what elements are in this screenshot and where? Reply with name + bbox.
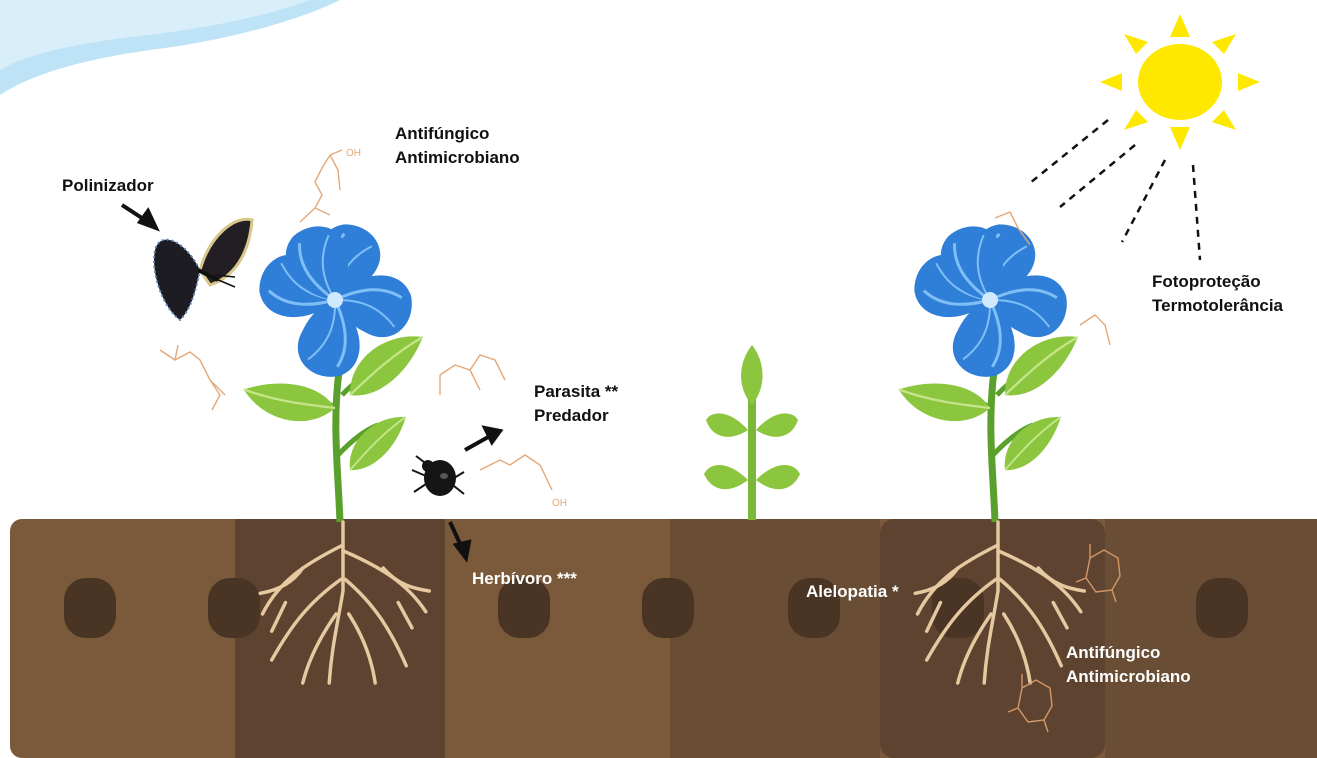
parasite-predator-label: Parasita ** Predador	[534, 380, 618, 428]
sun-icon	[1100, 14, 1260, 150]
seedling-icon	[704, 345, 800, 520]
allelopathy-label: Alelopatia *	[806, 580, 899, 604]
sun-rays	[1030, 120, 1200, 260]
pollinator-label: Polinizador	[62, 174, 154, 198]
beetle-icon	[412, 456, 464, 496]
herbivore-label: Herbívoro ***	[472, 567, 577, 591]
antifungal-top-label: Antifúngico Antimicrobiano	[395, 122, 520, 170]
butterfly-icon	[154, 219, 252, 320]
hydroxyl-label-top: OH	[346, 148, 361, 159]
soil-layer	[10, 519, 1317, 758]
photoprotection-label: Fotoproteção Termotolerância	[1152, 270, 1283, 318]
hydroxyl-label-mid: OH	[552, 498, 567, 509]
antifungal-soil-label: Antifúngico Antimicrobiano	[1066, 641, 1191, 689]
